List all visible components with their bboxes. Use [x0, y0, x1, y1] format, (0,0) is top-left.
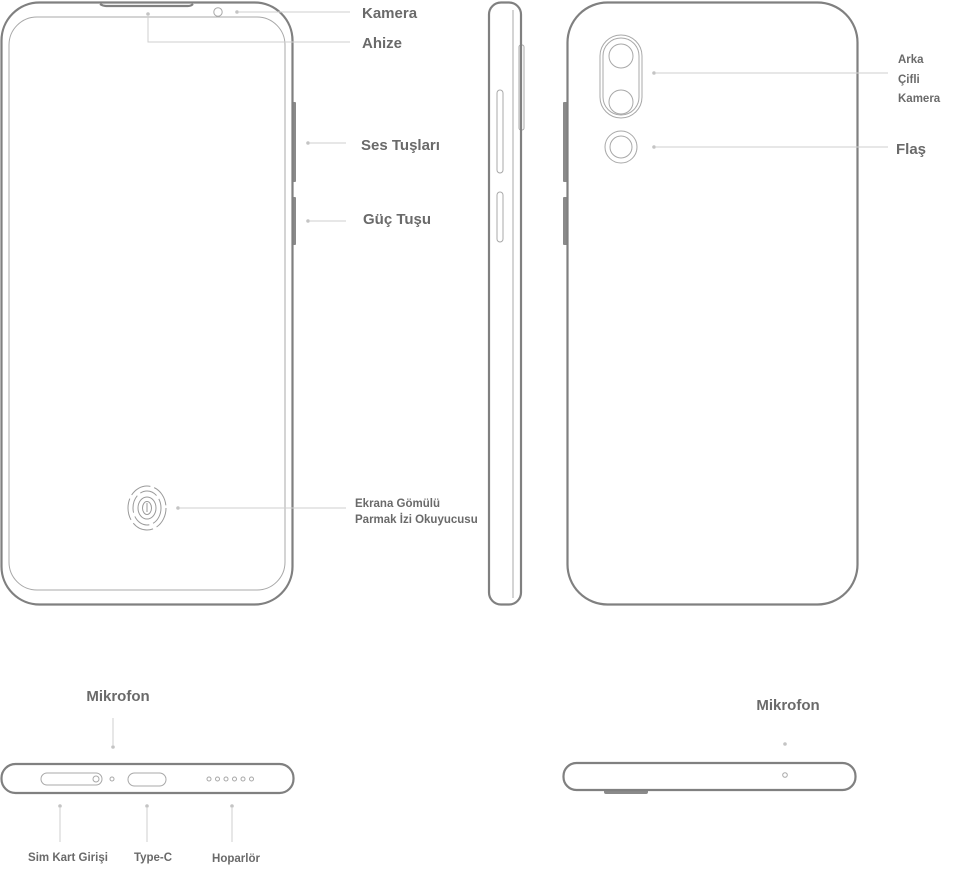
rear-lens-2: [608, 89, 634, 115]
label-microphone-bottom: Mikrofon: [86, 688, 149, 705]
label-volume-keys: Ses Tuşları: [361, 137, 440, 154]
label-type-c: Type-C: [134, 852, 172, 864]
label-rear-camera-1: Arka: [898, 54, 924, 66]
front-view: Kamera Ahize Ses Tuşları Güç Tuşu Ekrana…: [0, 1, 478, 606]
bottom-view: Mikrofon Sim Kart Girişi Type-C Hoparlör: [0, 688, 295, 865]
label-rear-camera-3: Kamera: [898, 93, 941, 105]
label-speaker: Hoparlör: [212, 853, 260, 865]
rear-lens-1: [608, 43, 634, 69]
label-rear-camera-2: Çifli: [898, 74, 920, 86]
top-view: Mikrofon: [562, 697, 857, 794]
top-mic-hole: [782, 772, 788, 778]
flash: [604, 130, 638, 164]
label-camera: Kamera: [362, 5, 418, 22]
sim-slot: [40, 772, 103, 786]
sim-eject-hole: [92, 775, 100, 783]
label-microphone-top: Mikrofon: [756, 697, 819, 714]
label-flash: Flaş: [896, 141, 926, 158]
bottom-mic-hole: [109, 776, 115, 782]
label-earpiece: Ahize: [362, 35, 402, 52]
screen: [8, 16, 286, 591]
label-sim-slot: Sim Kart Girişi: [28, 852, 108, 864]
bottom-body: [0, 762, 295, 795]
rear-camera-module: [599, 34, 643, 119]
speaker-grille: [206, 776, 254, 782]
label-power-key: Güç Tuşu: [363, 211, 431, 228]
side-view: [487, 1, 525, 606]
side-volume-slot: [496, 89, 504, 174]
top-body: [562, 761, 857, 792]
front-body: [0, 1, 294, 606]
back-view: Arka Çifli Kamera Flaş: [563, 1, 941, 606]
side-body: [487, 1, 523, 606]
label-fingerprint-2: Parmak İzi Okuyucusu: [355, 513, 478, 526]
earpiece-grille: [99, 3, 194, 8]
usb-c-port: [127, 772, 167, 787]
fingerprint-icon: [127, 485, 167, 531]
side-power-slot: [496, 191, 504, 243]
label-fingerprint-1: Ekrana Gömülü: [355, 498, 440, 510]
front-camera: [213, 7, 223, 17]
back-body: [566, 1, 859, 606]
